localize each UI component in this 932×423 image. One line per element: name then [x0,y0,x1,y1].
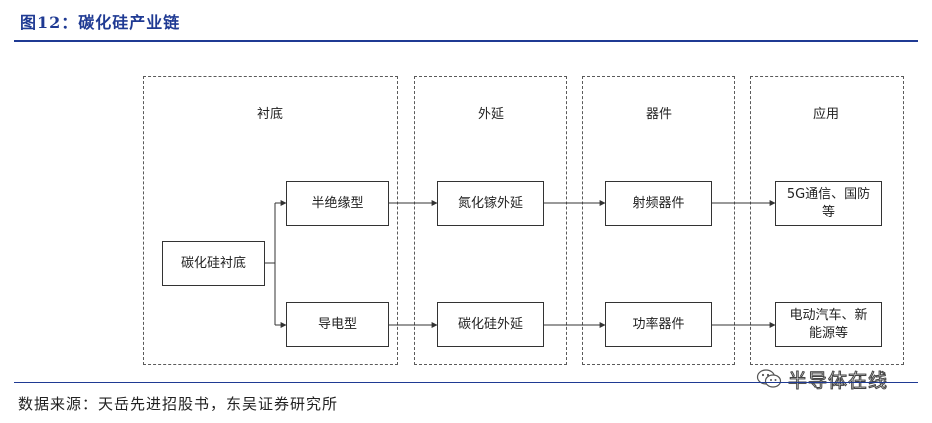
figure-title: 图12：碳化硅产业链 [20,13,181,32]
panel-application [750,76,904,365]
source-rule [14,382,918,383]
node-sic-substrate: 碳化硅衬底 [162,241,265,286]
watermark-text: 半导体在线 [787,369,889,392]
source-note: 数据来源：天岳先进招股书，东吴证券研究所 [18,395,339,413]
title-rule [14,40,918,42]
watermark: 半导体在线 [756,364,888,394]
column-heading-device: 器件 [645,107,672,122]
node-app-5g: 5G通信、国防等 [775,181,882,226]
node-conductive: 导电型 [286,302,389,347]
node-semi-insulating: 半绝缘型 [286,181,389,226]
node-app-ev: 电动汽车、新能源等 [775,302,882,347]
node-sic-epitaxy: 碳化硅外延 [437,302,544,347]
panel-substrate [143,76,398,365]
column-heading-application: 应用 [812,107,839,122]
column-heading-epitaxy: 外延 [477,107,504,122]
column-heading-substrate: 衬底 [256,107,283,122]
panel-device [582,76,735,365]
node-rf-device: 射频器件 [605,181,712,226]
panel-epitaxy [414,76,567,365]
wechat-icon [756,369,782,388]
node-gan-epitaxy: 氮化镓外延 [437,181,544,226]
node-power-device: 功率器件 [605,302,712,347]
